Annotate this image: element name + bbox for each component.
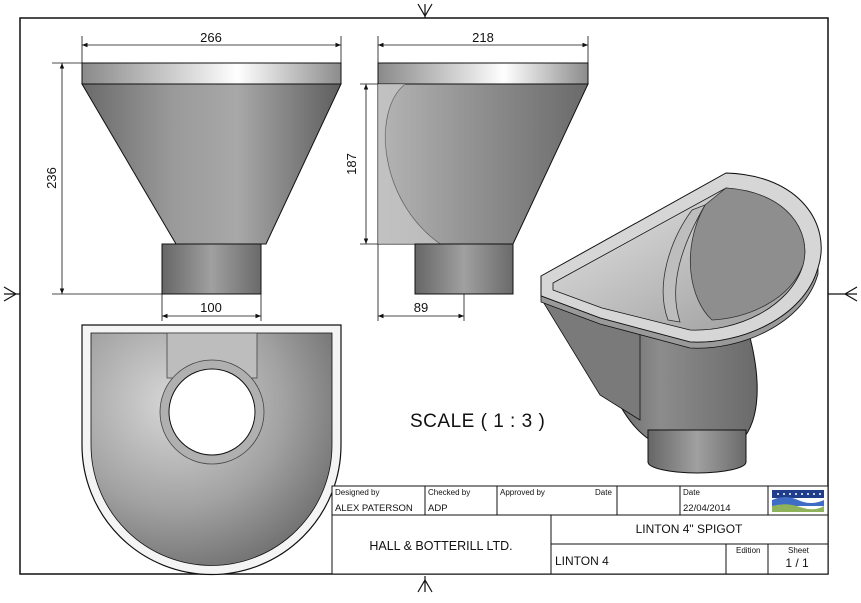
iso-spigot — [647, 429, 747, 474]
iso-lip — [540, 267, 819, 349]
scale-note: SCALE ( 1 : 3 ) — [410, 411, 545, 432]
centring-marks — [3, 3, 858, 593]
side-spigot — [414, 243, 514, 295]
dim-side-width: 218 — [472, 30, 494, 45]
checked-by-value: ADP — [428, 503, 448, 514]
plan-view — [81, 324, 342, 576]
front-view — [81, 62, 342, 295]
dim-side-spigot-offset: 89 — [414, 300, 428, 315]
side-rim — [377, 62, 589, 85]
checked-by-label: Checked by — [428, 488, 470, 497]
sheet-number: 1 / 1 — [785, 556, 809, 570]
front-spigot — [161, 243, 262, 295]
drawing-title: LINTON 4" SPIGOT — [636, 522, 743, 536]
front-rim — [81, 62, 342, 85]
side-view — [377, 62, 589, 295]
date-value: 22/04/2014 — [683, 503, 731, 514]
designed-by-value: ALEX PATERSON — [335, 503, 413, 514]
sheet-label: Sheet — [788, 546, 810, 555]
iso-slot — [662, 204, 706, 323]
plan-outlet-hole — [168, 368, 256, 456]
side-dimensions — [360, 36, 589, 321]
drawing-name: LINTON 4 — [555, 554, 609, 568]
front-cone — [81, 83, 342, 245]
dim-spigot-width: 100 — [200, 300, 222, 315]
edition-label: Edition — [736, 546, 760, 555]
company-name: HALL & BOTTERILL LTD. — [369, 539, 512, 553]
front-dimensions — [52, 36, 342, 321]
company-logo — [770, 488, 826, 513]
approved-by-label: Approved by — [500, 488, 545, 497]
side-curve — [384, 83, 441, 245]
dim-side-height: 187 — [344, 153, 359, 175]
approval-date-label: Date — [595, 488, 612, 497]
designed-by-label: Designed by — [335, 488, 379, 497]
date-label: Date — [683, 488, 700, 497]
dim-front-width: 266 — [200, 30, 222, 45]
iso-back-wall — [689, 187, 806, 321]
isometric-view — [540, 172, 822, 474]
title-block — [331, 485, 829, 575]
dim-front-height: 236 — [44, 167, 59, 189]
